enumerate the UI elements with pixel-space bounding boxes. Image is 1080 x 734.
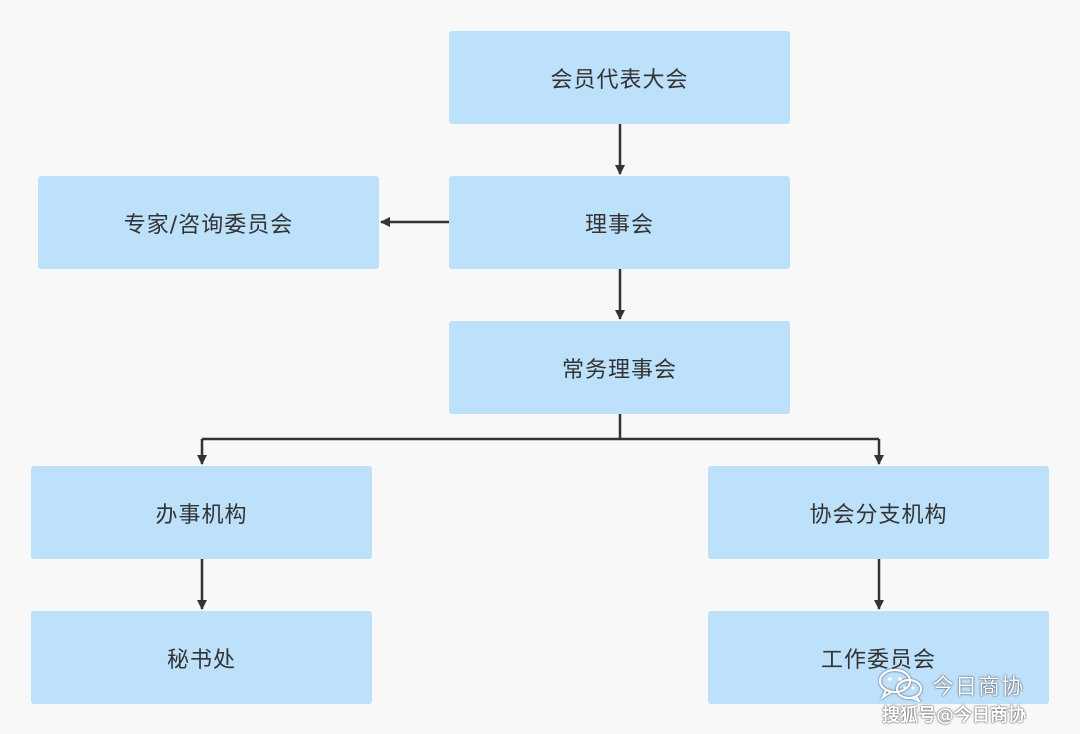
node-label: 理事会 <box>584 212 654 238</box>
node-standing-council: 常务理事会 <box>449 321 790 414</box>
wechat-icon <box>878 668 923 702</box>
watermark-brand: 今日商协 <box>878 668 1024 702</box>
watermark-credit: 搜狐号@今日商协 <box>882 705 1026 726</box>
node-label: 常务理事会 <box>561 357 677 383</box>
node-label: 会员代表大会 <box>550 67 689 93</box>
node-label: 秘书处 <box>166 647 236 673</box>
watermark: 今日商协 搜狐号@今日商协 <box>878 668 1068 728</box>
watermark-account-name: 今日商协 <box>932 675 1025 700</box>
node-label: 协会分支机构 <box>809 502 948 528</box>
node-secretariat: 秘书处 <box>31 611 372 704</box>
node-expert-committee: 专家/咨询委员会 <box>38 176 379 269</box>
node-council: 理事会 <box>449 176 790 269</box>
node-label: 工作委员会 <box>820 647 936 673</box>
node-administrative-office: 办事机构 <box>31 466 372 559</box>
node-label: 办事机构 <box>155 502 248 528</box>
node-work-committee: 工作委员会 <box>708 611 1049 704</box>
node-association-branches: 协会分支机构 <box>708 466 1049 559</box>
node-label: 专家/咨询委员会 <box>123 212 294 238</box>
node-members-congress: 会员代表大会 <box>449 31 790 124</box>
